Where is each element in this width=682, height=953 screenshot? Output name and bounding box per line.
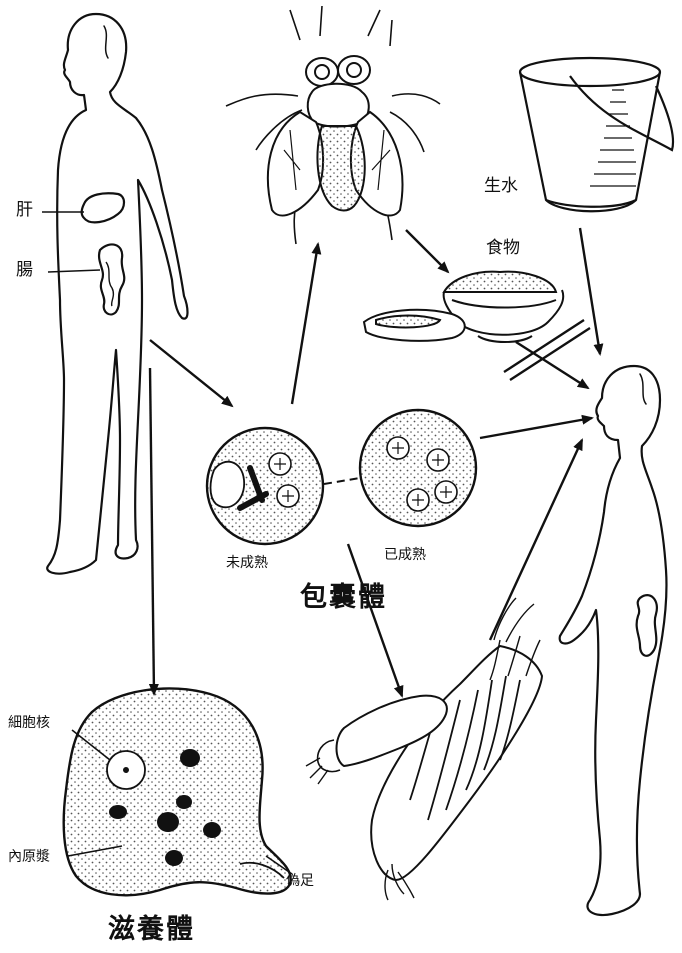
arrow-human-to-cyst (150, 340, 232, 406)
arrow-vegetable-to-human (490, 440, 582, 640)
immature-cyst-label: 未成熟 (226, 556, 268, 570)
pseudopod-label: 偽足 (286, 874, 314, 888)
trophozoite-nucleus (107, 751, 145, 789)
trophozoite-stage-title: 滋養體 (108, 916, 195, 943)
vegetable-icon (306, 598, 542, 900)
nucleus-label: 細胞核 (8, 716, 50, 730)
arrow-food-to-human (516, 342, 588, 388)
cyst-stage-title: 包囊體 (300, 584, 387, 611)
arrow-cyst-to-human (480, 418, 592, 438)
endoplasm-label: 內原漿 (8, 850, 50, 864)
intestine-label: 腸 (16, 262, 33, 279)
arrow-cyst-to-vegetable (348, 544, 402, 696)
immature-cyst (207, 428, 323, 544)
arrow-water-to-human (580, 228, 600, 354)
food-label: 食物 (486, 240, 520, 257)
trophozoite-cell (64, 688, 291, 895)
arrow-human-to-trophozoite (150, 368, 154, 694)
liver-label: 肝 (16, 202, 33, 219)
healthy-human-figure (560, 366, 667, 915)
water-bucket-icon (520, 58, 673, 211)
food-bowl-icon (364, 272, 590, 380)
fly-icon (226, 6, 440, 244)
raw-water-label: 生水 (484, 178, 518, 195)
liver-organ (82, 193, 124, 222)
arrow-fly-to-food (406, 230, 448, 272)
mature-cyst-label: 已成熟 (384, 548, 426, 562)
arrow-cyst-to-fly (292, 244, 318, 404)
intestine-leader (48, 270, 100, 272)
cyst-maturation-link (324, 478, 360, 484)
mature-cyst (360, 410, 476, 526)
infected-human-figure (47, 14, 187, 574)
intestine-organ (99, 244, 124, 314)
